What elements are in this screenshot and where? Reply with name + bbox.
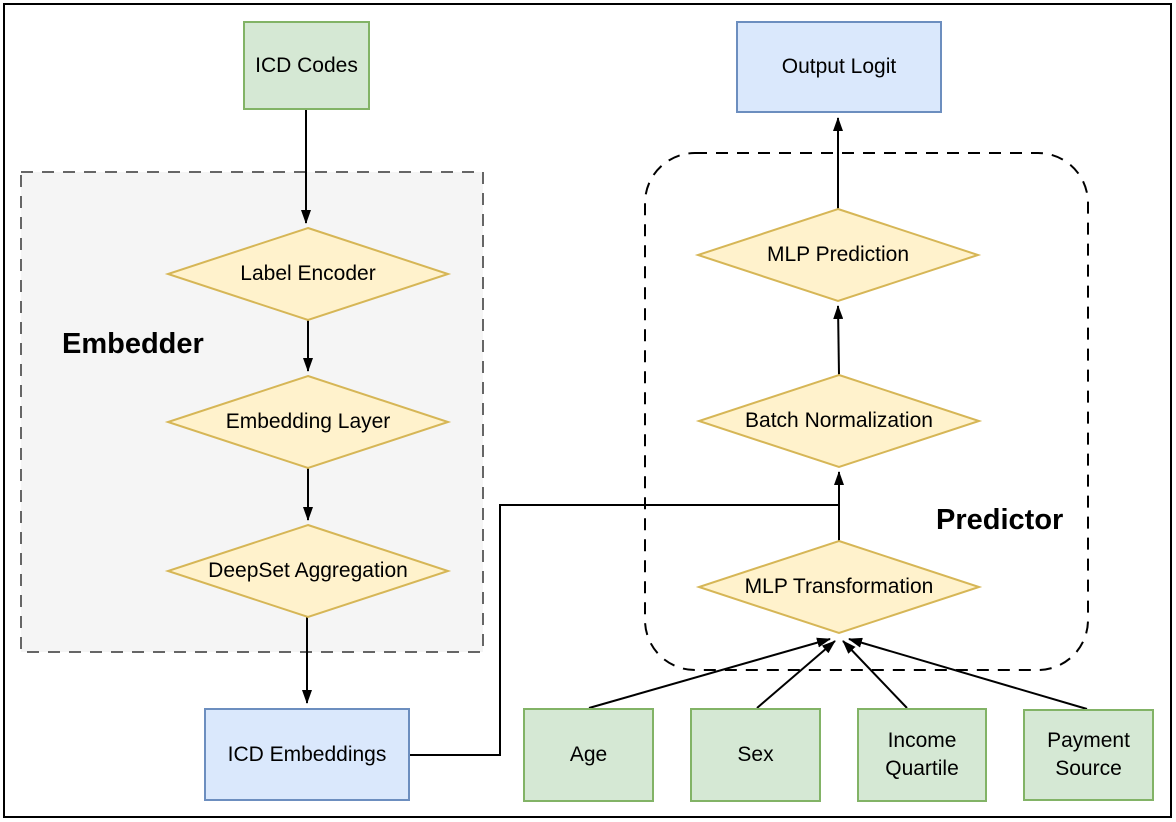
predictor-group-label: Predictor [936,504,1064,536]
edge-payment-source-to-mlp-transformation [848,637,1088,710]
output-logit-node: Output Logit [736,21,942,113]
edge-age-to-mlp-transformation [588,637,831,709]
age-node: Age [523,708,654,802]
edge-icd-embeddings-to-batch-normalization [410,504,838,756]
edge-batch-normalization-to-mlp-prediction [833,305,844,376]
income-quartile-node: Income Quartile [857,708,987,802]
deepset-aggregation-diamond [164,523,452,619]
icd-embeddings-node: ICD Embeddings [204,708,410,801]
mlp-transformation-diamond [695,539,983,635]
embedder-group-label: Embedder [62,328,204,360]
label-encoder-diamond [164,226,452,322]
payment-source-node: Payment Source [1023,709,1154,801]
sex-node: Sex [690,708,821,802]
embedding-layer-diamond [164,374,452,470]
edge-sex-to-mlp-transformation [756,640,836,709]
edge-income-quartile-to-mlp-transformation [842,640,908,709]
mlp-prediction-diamond [694,207,982,303]
icd-codes-node: ICD Codes [243,21,370,110]
batch-normalization-diamond [695,373,983,469]
predictor-group-box [644,152,1089,671]
